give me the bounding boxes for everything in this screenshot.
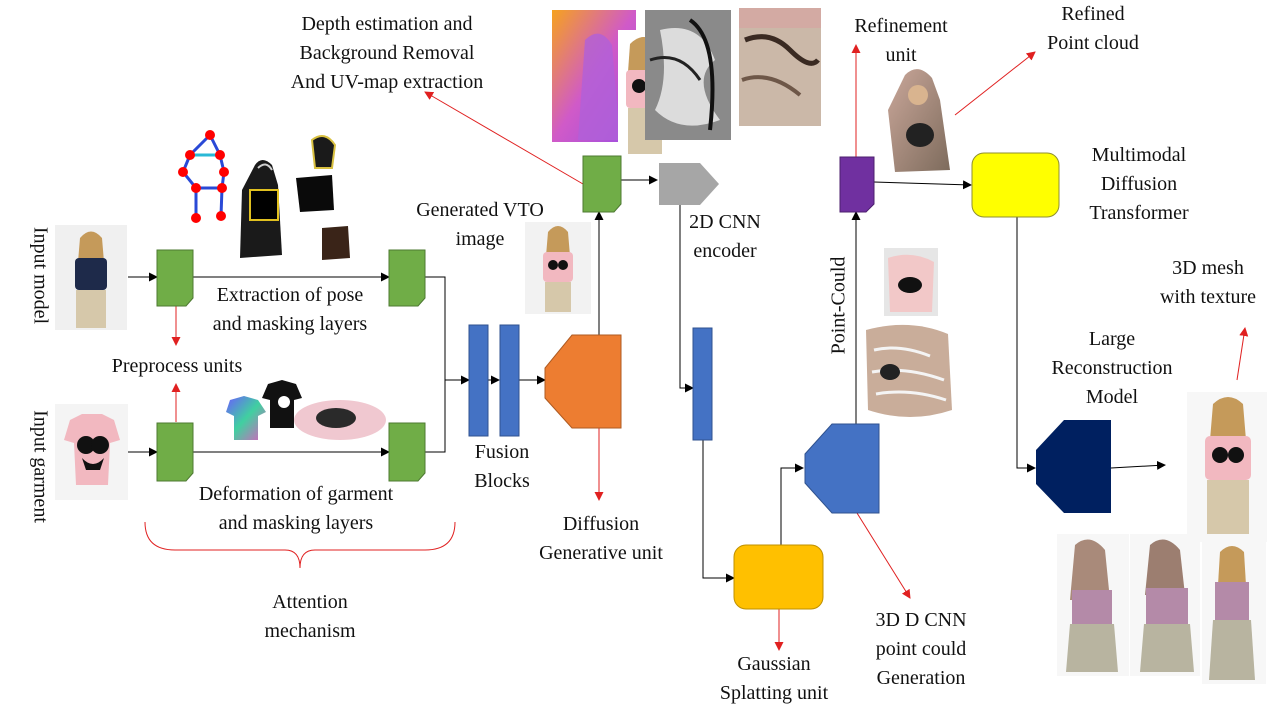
point-cloud-top-image — [884, 248, 938, 316]
refined-label-line2: Point cloud — [1047, 32, 1139, 54]
attention-mechanism-label: Attention mechanism — [240, 588, 380, 646]
input-garment-label: Input garment — [29, 410, 52, 523]
refinement-unit[interactable] — [839, 156, 875, 213]
lrm-label-line3: Model — [1085, 386, 1139, 408]
mdt-label-line1: Multimodal — [1091, 144, 1187, 166]
pose-skeleton-image — [178, 130, 229, 223]
mdt-label-line3: Transformer — [1089, 202, 1189, 224]
refined-label-line1: Refined — [1061, 3, 1125, 25]
mesh-label-line2: with texture — [1159, 286, 1257, 308]
mesh-label-line1: 3D mesh — [1172, 257, 1244, 279]
garment-mask-layers-image — [296, 135, 350, 260]
lrm-label-line1: Large — [1088, 328, 1136, 350]
uv-map-texture-image — [739, 8, 821, 126]
multimodal-diffusion-transformer-unit[interactable] — [971, 152, 1060, 218]
cnn2d-label-line2: encoder — [693, 240, 757, 262]
generated-vto-label-line2: image — [455, 228, 505, 250]
mesh-with-texture-label: 3D mesh with texture — [1140, 254, 1276, 312]
attention-label-line2: mechanism — [264, 620, 356, 642]
depth-label-line1: Depth estimation and — [301, 13, 473, 35]
refined-point-cloud-image — [888, 69, 950, 172]
garment-deformation-unit[interactable] — [388, 422, 426, 482]
generated-vto-label-line1: Generated VTO — [416, 199, 544, 221]
diffusion-label-line1: Diffusion — [562, 513, 640, 535]
refinement-label-line1: Refinement — [854, 15, 948, 37]
cnn2d-encoder-unit[interactable] — [659, 163, 719, 205]
gaussian-splatting-label: Gaussian Splatting unit — [700, 650, 848, 708]
large-reconstruction-model-label: Large Reconstruction Model — [1040, 325, 1184, 412]
gaussian-label-line2: Splatting unit — [719, 682, 829, 704]
point-cloud-bottom-image — [866, 324, 952, 417]
input-model-photo — [55, 225, 127, 330]
deformation-label: Deformation of garment and masking layer… — [170, 480, 422, 538]
preprocess-unit-garment[interactable] — [156, 422, 194, 482]
large-reconstruction-model-unit[interactable] — [1036, 420, 1111, 513]
fusion-block-2[interactable] — [499, 324, 520, 437]
multimodal-diffusion-transformer-label: Multimodal Diffusion Transformer — [1070, 141, 1208, 228]
gaussian-label-line1: Gaussian — [737, 653, 811, 675]
cnn2d-label-line1: 2D CNN — [689, 211, 761, 233]
depth-uv-extraction-unit[interactable] — [582, 155, 622, 213]
lrm-label-line2: Reconstruction — [1051, 357, 1173, 379]
deformation-label-line1: Deformation of garment — [198, 483, 394, 505]
cnn3d-point-cloud-unit[interactable] — [804, 423, 880, 514]
cnn2d-encoder-label: 2D CNN encoder — [670, 208, 780, 266]
refinement-unit-label: Refinement unit — [836, 12, 966, 70]
extraction-label-line1: Extraction of pose — [216, 284, 364, 306]
depth-estimation-label: Depth estimation and Background Removal … — [262, 10, 512, 97]
extraction-label-line2: and masking layers — [212, 313, 368, 335]
gaussian-splatting-unit[interactable] — [733, 544, 824, 610]
extraction-label: Extraction of pose and masking layers — [190, 281, 390, 339]
preprocess-units-label: Preprocess units — [111, 355, 243, 377]
latent-feature-block[interactable] — [692, 327, 713, 441]
cnn3d-point-cloud-label: 3D D CNN point could Generation — [856, 606, 986, 693]
diffusion-generative-label: Diffusion Generative unit — [514, 510, 688, 568]
cnn3d-label-line1: 3D D CNN — [875, 609, 967, 631]
mdt-label-line2: Diffusion — [1100, 173, 1178, 195]
refinement-label-line2: unit — [885, 44, 917, 66]
multiview-render-center — [1130, 534, 1200, 676]
fusion-label-line2: Blocks — [474, 470, 530, 492]
diffusion-generative-unit[interactable] — [544, 334, 622, 429]
deformation-label-line2: and masking layers — [218, 512, 374, 534]
input-garment-photo — [55, 404, 128, 500]
fusion-blocks-label: Fusion Blocks — [450, 438, 554, 496]
multiview-render-right — [1202, 534, 1266, 684]
attention-label-line1: Attention — [272, 591, 348, 613]
refined-point-cloud-label: Refined Point cloud — [1026, 0, 1160, 58]
point-could-label: Point-Could — [827, 256, 850, 355]
textured-mesh-image — [1187, 392, 1267, 542]
input-model-label: Input model — [29, 226, 52, 325]
cnn3d-label-line3: Generation — [876, 667, 966, 689]
garment-deformation-images — [226, 380, 386, 440]
fusion-label-line1: Fusion — [474, 441, 530, 463]
fusion-block-1[interactable] — [468, 324, 489, 437]
preprocess-unit-model[interactable] — [156, 249, 194, 307]
depth-label-line2: Background Removal — [299, 42, 475, 64]
generated-vto-image — [525, 222, 591, 314]
body-mask-image — [240, 160, 282, 258]
flow-connectors — [128, 175, 1166, 583]
generated-vto-label: Generated VTO image — [405, 196, 555, 254]
annotation-arrows — [144, 44, 1249, 651]
multiview-render-left — [1057, 534, 1129, 676]
edge-map-image — [645, 10, 731, 140]
diffusion-label-line2: Generative unit — [539, 542, 663, 564]
cnn3d-label-line2: point could — [875, 638, 967, 660]
depth-label-line3: And UV-map extraction — [290, 71, 484, 93]
pose-extraction-unit[interactable] — [388, 249, 426, 307]
